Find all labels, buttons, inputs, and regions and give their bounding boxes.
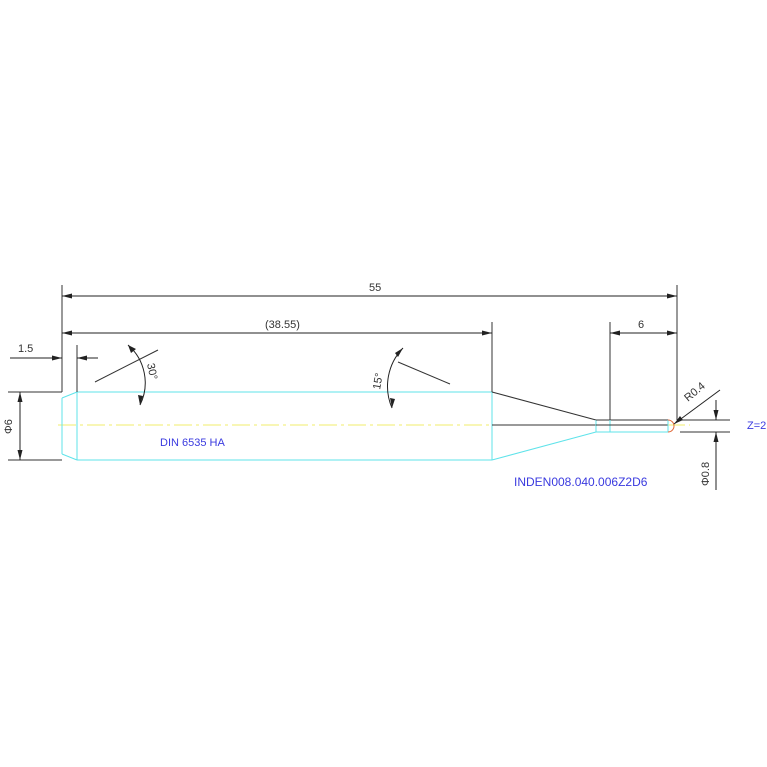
dim-tip-diameter [680, 400, 730, 490]
tip-length-text: 6 [638, 319, 644, 331]
shank-diameter-text: Φ6 [3, 419, 15, 434]
dim-overall-length [61, 285, 678, 420]
dim-shank-diameter [8, 391, 62, 461]
dim-taper-angle [387, 347, 451, 409]
chamfer-angle-text: 30° [144, 362, 159, 381]
dim-tip-length [609, 322, 677, 420]
dim-chamfer-length [10, 345, 98, 392]
dim-chamfer-angle [94, 344, 159, 406]
reference-length-text: (38.55) [265, 319, 300, 331]
part-number-label: INDEN008.040.006Z2D6 [514, 475, 648, 489]
ball-radius-text: R0.4 [682, 380, 708, 404]
chamfer-length-text: 1.5 [18, 343, 33, 355]
flutes-text: Z=2 [747, 420, 766, 432]
ball-tip [667, 419, 675, 433]
tip-section [596, 419, 669, 433]
standard-label: DIN 6535 HA [160, 437, 225, 449]
dim-ball-radius [673, 389, 721, 425]
tip-diameter-text: Φ0.8 [700, 462, 712, 486]
taper-section [491, 391, 597, 461]
taper-angle-text: 15° [371, 372, 386, 390]
overall-length-text: 55 [369, 282, 381, 294]
dim-reference-length [62, 322, 493, 392]
shank-outline [61, 391, 493, 461]
